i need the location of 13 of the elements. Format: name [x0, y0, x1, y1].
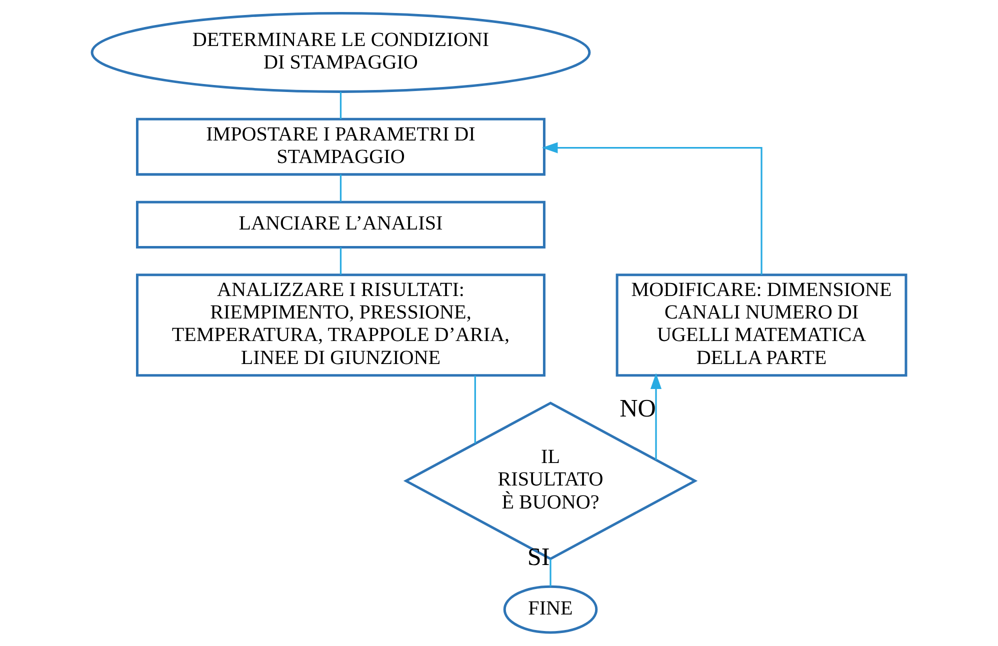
node-ellipse: FINE — [503, 585, 598, 634]
node-box: MODIFICARE: DIMENSIONE CANALI NUMERO DI UGELLI MATEMATICA DELLA PARTE — [616, 274, 908, 377]
arrow — [542, 142, 762, 275]
arrow — [650, 373, 662, 460]
connector — [474, 376, 476, 444]
node-box: ANALIZZARE I RISULTATI: RIEMPIMENTO, PRESSIONE, TEMPERATURA, TRAPPOLE D’ARIA, LINEE DI GIUNZIONE — [136, 274, 546, 377]
connector — [340, 92, 342, 119]
node-box: IMPOSTARE I PARAMETRI DI STAMPAGGIO — [136, 118, 546, 176]
connector — [340, 174, 342, 202]
connector — [340, 247, 342, 275]
node-ellipse: DETERMINARE LE CONDIZIONI DI STAMPAGGIO — [90, 12, 591, 93]
connector — [550, 559, 552, 586]
node-box: LANCIARE L’ANALISI — [136, 200, 546, 249]
